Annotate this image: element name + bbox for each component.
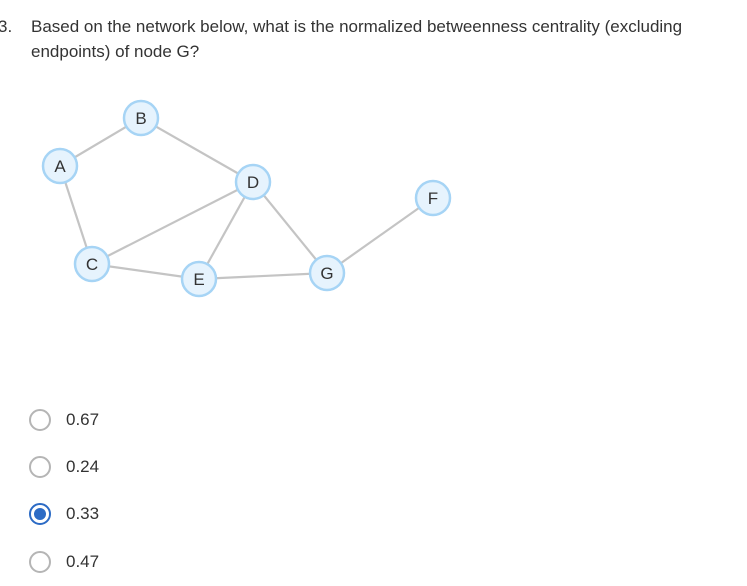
edge-d-e (198, 181, 254, 280)
node-label: C (86, 255, 98, 274)
node-e: E (180, 260, 218, 298)
answer-option[interactable]: 0.67 (29, 405, 99, 435)
node-label: D (247, 173, 259, 192)
node-label: G (320, 264, 333, 283)
answer-label: 0.47 (66, 552, 100, 571)
node-label: B (135, 109, 146, 128)
edge-c-d (91, 181, 254, 265)
node-f: F (414, 179, 452, 217)
answer-label: 0.67 (66, 410, 100, 429)
node-d: D (234, 163, 272, 201)
node-label: A (54, 157, 66, 176)
question-text: Based on the network below, what is the … (31, 17, 683, 61)
node-g: G (308, 254, 346, 292)
radio-button[interactable] (29, 456, 51, 478)
answer-label: 0.24 (66, 457, 100, 476)
answer-option[interactable]: 0.47 (29, 547, 99, 577)
edge-e-g (198, 271, 328, 281)
answer-option[interactable]: 0.24 (29, 452, 99, 482)
answer-label: 0.33 (66, 504, 100, 523)
node-label: F (428, 189, 438, 208)
radio-button[interactable] (29, 551, 51, 573)
question-number: 3. (0, 17, 13, 36)
node-c: C (73, 245, 111, 283)
edge-b-d (140, 117, 254, 183)
node-a: A (41, 147, 79, 185)
radio-button[interactable] (29, 409, 51, 431)
edge-d-g (252, 181, 328, 274)
edge-g-f (326, 197, 434, 274)
answer-option[interactable]: 0.33 (29, 499, 99, 529)
graph-nodes: A B C D E F G (41, 99, 452, 298)
radio-button[interactable] (29, 503, 51, 525)
node-b: B (122, 99, 160, 137)
node-label: E (193, 270, 204, 289)
